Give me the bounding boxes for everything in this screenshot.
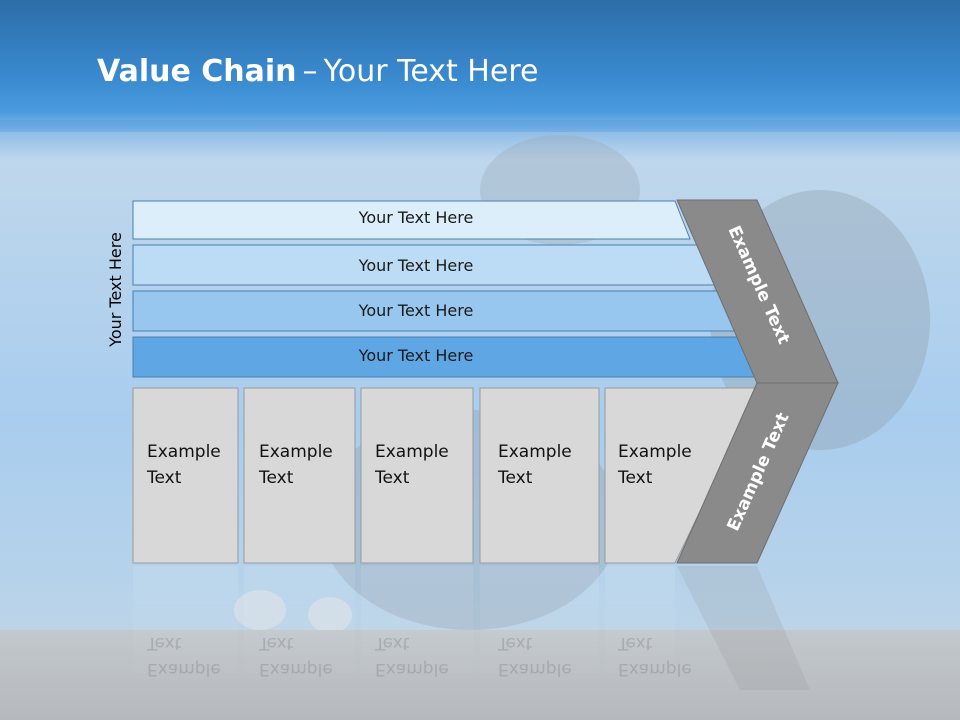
card-5 bbox=[604, 387, 761, 564]
bar-1 bbox=[132, 200, 691, 240]
card-3-reflection bbox=[361, 566, 473, 686]
card-4 bbox=[479, 387, 600, 564]
bar-3-label: Your Text Here bbox=[358, 301, 474, 320]
bar-4-label: Your Text Here bbox=[358, 346, 474, 365]
card-2 bbox=[243, 387, 356, 564]
reflection-group bbox=[133, 566, 810, 690]
card-1 bbox=[132, 387, 239, 564]
bar-1-label: Your Text Here bbox=[358, 208, 474, 227]
bar-2-label: Your Text Here bbox=[358, 256, 474, 275]
card-1-reflection bbox=[133, 566, 238, 686]
card-5-reflection bbox=[605, 566, 675, 686]
chevron-reflection bbox=[677, 566, 810, 690]
chevron-lower bbox=[676, 382, 839, 564]
title-rest: Your Text Here bbox=[323, 54, 539, 89]
title-separator: – bbox=[302, 54, 318, 89]
page-title: Value Chain–Your Text Here bbox=[97, 54, 538, 89]
title-bold: Value Chain bbox=[97, 54, 297, 89]
card-3 bbox=[360, 387, 474, 564]
card-2-reflection bbox=[244, 566, 355, 686]
header-band bbox=[0, 0, 960, 132]
card-4-reflection bbox=[480, 566, 599, 686]
header-fade bbox=[0, 120, 960, 160]
